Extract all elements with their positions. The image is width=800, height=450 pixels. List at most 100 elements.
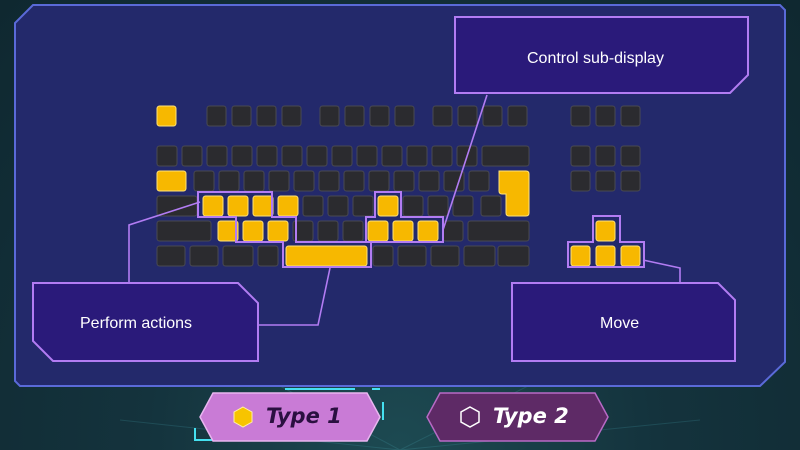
tab-type-1-label: Type 1 — [266, 404, 342, 428]
keyboard-key-highlighted — [392, 220, 414, 242]
keyboard-key — [156, 245, 186, 267]
keyboard-key — [218, 170, 240, 192]
keyboard-key — [480, 195, 502, 217]
keyboard-key — [570, 145, 591, 167]
keyboard-key — [302, 195, 324, 217]
keyboard-key-highlighted — [570, 245, 591, 267]
keyboard — [156, 105, 641, 267]
keyboard-key — [281, 145, 303, 167]
keyboard-key — [193, 170, 215, 192]
keyboard-key-highlighted — [285, 245, 368, 267]
keyboard-key — [318, 170, 340, 192]
keyboard-key-highlighted — [217, 220, 239, 242]
keyboard-key — [432, 105, 453, 127]
keyboard-key — [181, 145, 203, 167]
keyboard-key — [406, 145, 428, 167]
keyboard-key — [281, 105, 302, 127]
sub-display-keys-outline — [365, 191, 444, 243]
keyboard-key — [467, 220, 530, 242]
keyboard-key — [189, 245, 219, 267]
keyboard-key — [397, 245, 427, 267]
keyboard-key-highlighted — [242, 220, 264, 242]
keyboard-key-highlighted — [227, 195, 249, 217]
keyboard-key-highlighted — [620, 245, 641, 267]
callout-box-top — [454, 16, 749, 94]
callout-label-right: Move — [600, 315, 640, 332]
keyboard-key — [231, 145, 253, 167]
connector-left-b — [258, 267, 331, 326]
keyboard-key — [243, 170, 265, 192]
keyboard-key — [427, 195, 449, 217]
hexagon-outline-icon — [460, 406, 480, 428]
keyboard-key-highlighted — [595, 220, 616, 242]
keyboard-key — [327, 195, 349, 217]
keyboard-key — [368, 170, 390, 192]
tab-type-1-background — [199, 392, 381, 442]
keyboard-key — [468, 170, 490, 192]
callout-box-right — [511, 282, 736, 362]
keyboard-key-highlighted — [202, 195, 224, 217]
keyboard-key — [418, 170, 440, 192]
keyboard-key — [620, 170, 641, 192]
keyboard-key — [595, 145, 616, 167]
keyboard-key — [402, 195, 424, 217]
connector-top — [442, 94, 488, 231]
keyboard-key — [256, 105, 277, 127]
keyboard-key — [431, 145, 453, 167]
tab-type-1[interactable] — [194, 388, 384, 442]
keyboard-key — [257, 245, 279, 267]
keyboard-key — [381, 145, 403, 167]
keyboard-key — [620, 105, 641, 127]
keyboard-key — [595, 105, 616, 127]
hexagon-filled-icon — [233, 406, 253, 428]
action-keys-outline — [197, 191, 372, 268]
tab-type-2-label: Type 2 — [493, 404, 569, 428]
callout-label-left: Perform actions — [80, 315, 193, 332]
keyboard-key — [372, 245, 394, 267]
tab-type-1-cyan-accent — [194, 388, 384, 441]
keyboard-key — [331, 145, 353, 167]
keyboard-key — [570, 170, 591, 192]
keyboard-key-highlighted — [417, 220, 439, 242]
keyboard-key — [507, 105, 528, 127]
keyboard-key — [356, 145, 378, 167]
keyboard-key — [343, 170, 365, 192]
keyboard-key — [231, 105, 252, 127]
connector-right — [642, 259, 681, 283]
keyboard-key — [317, 220, 339, 242]
connector-left-a — [128, 201, 201, 283]
keyboard-key — [319, 105, 340, 127]
keyboard-key — [430, 245, 460, 267]
callout-connectors — [128, 94, 681, 326]
highlight-outlines — [197, 191, 645, 268]
keyboard-key-highlighted — [367, 220, 389, 242]
keyboard-key — [206, 145, 228, 167]
callout-label-top: Control sub-display — [527, 50, 664, 67]
keyboard-key — [457, 105, 478, 127]
keyboard-key-highlighted — [156, 170, 187, 192]
keyboard-key — [156, 195, 198, 217]
tab-type-2[interactable] — [426, 392, 609, 442]
keyboard-key-enter — [498, 170, 530, 217]
callout-box-left — [32, 282, 259, 362]
keyboard-key — [497, 245, 530, 267]
keyboard-key — [369, 105, 390, 127]
keyboard-key-highlighted — [156, 105, 177, 127]
keyboard-key — [595, 170, 616, 192]
keyboard-key-highlighted — [277, 195, 299, 217]
keyboard-key — [156, 220, 212, 242]
keyboard-key — [222, 245, 254, 267]
keyboard-key — [342, 220, 364, 242]
keyboard-key — [452, 195, 474, 217]
move-keys-outline — [567, 215, 645, 268]
keyboard-key — [268, 170, 290, 192]
keyboard-key — [206, 105, 227, 127]
keyboard-key — [256, 145, 278, 167]
keyboard-key — [344, 105, 365, 127]
keyboard-key — [463, 245, 496, 267]
keyboard-key — [394, 105, 415, 127]
keyboard-key-highlighted — [252, 195, 274, 217]
tab-type-2-background — [426, 392, 609, 442]
keyboard-key — [293, 170, 315, 192]
